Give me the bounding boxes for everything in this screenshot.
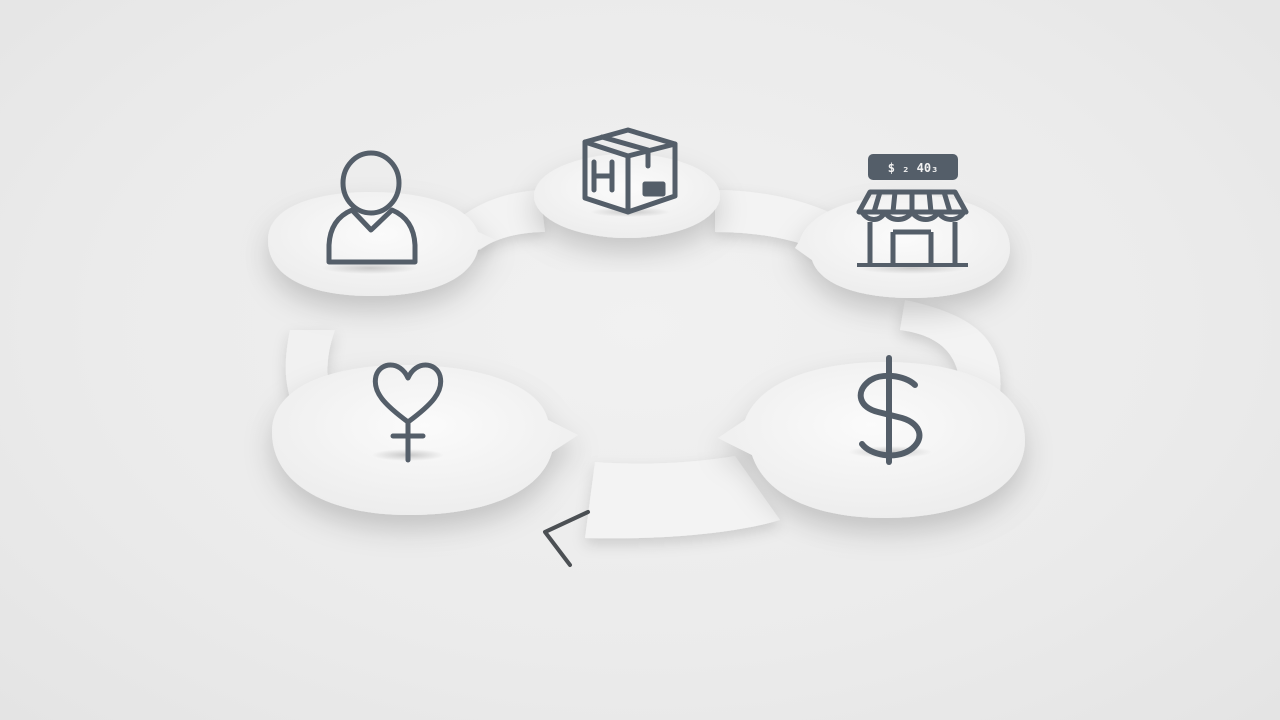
- package-box-icon: [582, 127, 678, 215]
- node-store: $ ₂ 40₃: [795, 154, 1010, 298]
- node-payment-bubble: [718, 362, 1025, 518]
- node-product: [534, 127, 720, 238]
- node-customer: [268, 150, 495, 296]
- store-sign-text: $ ₂ 40₃: [888, 161, 939, 175]
- heart-symbol-icon: [372, 362, 444, 463]
- node-loyalty: [272, 362, 578, 515]
- ring-segment-payment-loyalty: [585, 456, 780, 539]
- chevron-left-icon: [543, 510, 590, 567]
- dollar-sign-icon: [857, 355, 923, 465]
- node-loyalty-bubble: [272, 365, 578, 515]
- node-customer-bubble: [268, 192, 495, 296]
- storefront-icon: $ ₂ 40₃: [856, 154, 969, 267]
- node-payment: [718, 355, 1025, 518]
- store-sign: [868, 154, 958, 180]
- person-icon: [326, 150, 418, 265]
- ring-segment-store-payment: [900, 300, 1001, 395]
